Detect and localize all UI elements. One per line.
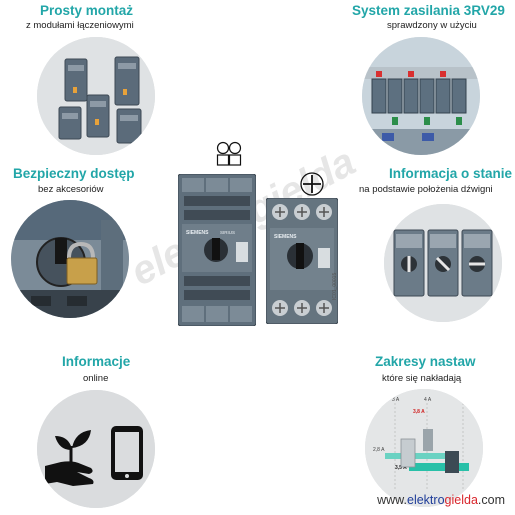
feature-assembly-subtitle: z modułami łączeniowymi	[26, 20, 134, 31]
plant-hand-icon	[45, 430, 94, 486]
info-circle	[37, 390, 155, 508]
footer-url[interactable]: www.elektrogielda.com	[377, 493, 505, 507]
modules-photo	[37, 37, 155, 155]
lever-status-photo	[384, 204, 502, 322]
feature-ranges-title: Zakresy nastaw	[375, 354, 476, 369]
footer-suffix: .com	[477, 493, 505, 507]
footer-part2: gielda	[444, 493, 478, 507]
feature-status-subtitle: na podstawie położenia dźwigni	[359, 184, 493, 195]
feature-ranges-subtitle: które się nakładają	[382, 373, 462, 384]
footer-part1: elektro	[407, 493, 445, 507]
screw-terminal-icon	[299, 171, 325, 202]
range-label-3-8a: 3,8 A	[413, 409, 425, 415]
feature-supply-subtitle: sprawdzony w użyciu	[387, 20, 477, 31]
range-label-4a: 4 A	[424, 397, 432, 403]
footer-prefix: www.	[377, 493, 407, 507]
device-screw: SIEMENS	[265, 197, 339, 329]
ranges-chart: 3 A 4 A 5 A 2,8 A 3,8 A 3,5 A	[365, 389, 483, 507]
device-spring-brand: SIEMENS	[186, 230, 209, 236]
feature-access-subtitle: bez akcesoriów	[38, 184, 104, 195]
feature-supply-title: System zasilania 3RV29	[352, 3, 505, 18]
range-label-2-8a: 2,8 A	[373, 447, 385, 453]
device-spring: SIEMENS SIRIUS	[177, 173, 257, 331]
range-label-3-5a: 3,5 A	[395, 465, 407, 471]
smartphone-icon	[111, 426, 143, 480]
supply-system-photo	[362, 37, 480, 155]
feature-access-title: Bezpieczny dostęp	[13, 166, 135, 181]
range-label-3a: 3 A	[392, 397, 400, 403]
device-code: IC01_00015	[332, 272, 338, 300]
feature-info-subtitle: online	[83, 373, 109, 384]
feature-status-title: Informacja o stanie	[389, 166, 513, 181]
feature-info-title: Informacje	[62, 354, 131, 369]
range-label-5a: 5 A	[460, 397, 468, 403]
spring-terminal-icon	[216, 141, 242, 172]
feature-assembly-title: Prosty montaż	[40, 3, 134, 18]
device-screw-brand: SIEMENS	[274, 234, 297, 240]
padlock-photo	[11, 200, 129, 318]
device-spring-model: SIRIUS	[220, 230, 235, 235]
